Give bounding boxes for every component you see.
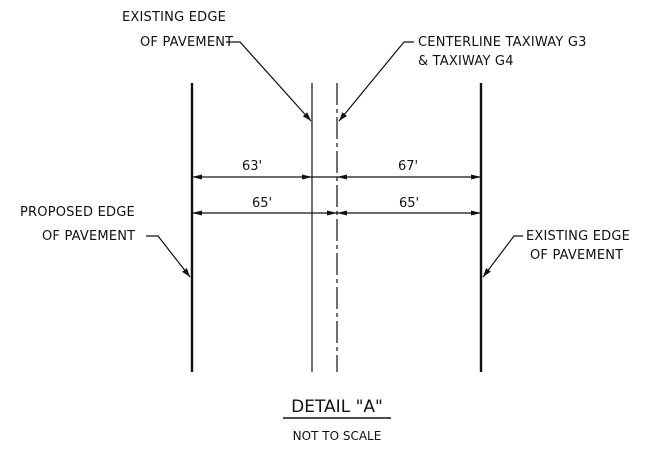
scale-note: NOT TO SCALE bbox=[293, 429, 382, 443]
existing-edge-top-label-line1: EXISTING EDGE bbox=[122, 10, 226, 25]
proposed-edge-label-line2: OF PAVEMENT bbox=[42, 229, 135, 244]
dim-arrow bbox=[471, 174, 481, 180]
dim-arrow bbox=[192, 174, 202, 180]
detail-title: DETAIL "A" bbox=[291, 397, 383, 417]
centerline-label-line1: CENTERLINE TAXIWAY G3 bbox=[418, 35, 587, 50]
proposed-edge-leader bbox=[146, 235, 191, 278]
dim-arrow bbox=[192, 210, 202, 216]
dimension-lower-left: 65' bbox=[252, 196, 272, 211]
dim-arrow bbox=[327, 210, 337, 216]
existing-edge-right-label-line1: EXISTING EDGE bbox=[526, 229, 630, 244]
existing-edge-top-label-line2: OF PAVEMENT bbox=[140, 35, 233, 50]
centerline-leader bbox=[338, 41, 414, 122]
dimension-lower-right: 65' bbox=[399, 196, 419, 211]
dim-arrow bbox=[302, 174, 312, 180]
dim-arrow bbox=[471, 210, 481, 216]
dimension-upper-right: 67' bbox=[398, 159, 418, 174]
existing-edge-right-label-line2: OF PAVEMENT bbox=[530, 248, 623, 263]
existing-edge-right-leader bbox=[482, 235, 523, 278]
proposed-edge-label-line1: PROPOSED EDGE bbox=[20, 205, 135, 220]
dimension-upper-left: 63' bbox=[242, 159, 262, 174]
existing-edge-top-leader bbox=[226, 41, 312, 122]
dim-arrow bbox=[337, 174, 347, 180]
centerline-label-line2: & TAXIWAY G4 bbox=[418, 54, 514, 69]
dim-arrow bbox=[337, 210, 347, 216]
